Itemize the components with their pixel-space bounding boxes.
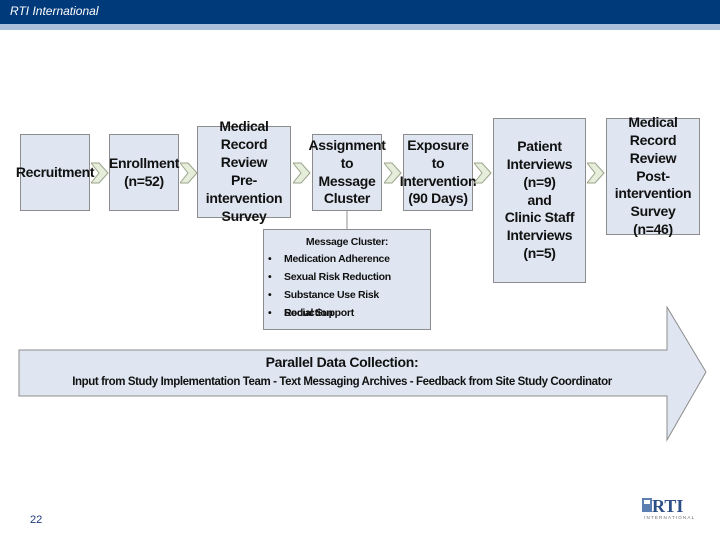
cluster-connector — [346, 210, 348, 230]
step-post-intervention: Medical Record Review Post-intervention … — [606, 114, 700, 237]
step-exposure-line-1: Exposure to — [407, 136, 469, 171]
header-title: RTI International — [10, 4, 99, 18]
header-stripe — [0, 24, 720, 30]
step-enrollment-line-1: Enrollment — [108, 154, 180, 171]
step-assignment-line-3: Cluster — [323, 190, 371, 207]
chevron-arrow-icon — [91, 162, 109, 184]
step-pre-line-2: Review — [220, 154, 268, 171]
step-pre-intervention: Medical Record Review Pre-intervention S… — [197, 118, 291, 224]
step-exposure-line-3: (90 Days) — [408, 190, 468, 207]
step-recruitment: Recruitment — [16, 134, 95, 211]
chevron-arrow-icon — [384, 162, 402, 184]
parallel-arrow — [18, 306, 707, 442]
message-cluster-item: Social Support — [264, 304, 430, 322]
chevron-arrow-icon — [293, 162, 311, 184]
message-cluster-item: Sexual Risk Reduction — [264, 268, 430, 286]
step-post-line-5: (n=46) — [633, 221, 673, 238]
parallel-title: Parallel Data Collection: — [265, 354, 419, 370]
parallel-subtitle: Input from Study Implementation Team - T… — [72, 376, 612, 388]
step-assignment-line-2: to Message — [318, 154, 376, 189]
step-interviews-line-7: (n=5) — [523, 245, 556, 262]
step-enrollment-line-2: (n=52) — [124, 172, 164, 189]
step-interviews-line-4: and — [527, 191, 552, 208]
step-exposure-line-2: Intervention — [399, 172, 477, 189]
step-pre-line-1: Medical Record — [219, 118, 269, 153]
step-post-line-4: Survey — [630, 203, 676, 220]
header-bar: RTI International — [0, 0, 720, 24]
step-assignment: Assignment to Message Cluster — [308, 134, 386, 211]
step-post-line-1: Medical Record — [628, 113, 678, 148]
page-number: 22 — [30, 514, 43, 526]
step-recruitment-line-1: Recruitment — [15, 163, 95, 180]
step-interviews-line-5: Clinic Staff — [504, 209, 575, 226]
rti-logo: RTI INTERNATIONAL — [642, 496, 695, 520]
step-post-line-2: Review — [629, 149, 677, 166]
step-enrollment: Enrollment (n=52) — [109, 134, 179, 211]
step-post-line-3: Post-intervention — [614, 167, 692, 202]
message-cluster-title: Message Cluster: — [305, 236, 389, 248]
message-cluster-item: Medication Adherence — [264, 250, 430, 268]
message-cluster-list: Medication Adherence Sexual Risk Reducti… — [264, 250, 430, 322]
step-interviews-line-6: Interviews — [506, 227, 573, 244]
step-interviews: Patient Interviews (n=9) and Clinic Staf… — [493, 118, 586, 283]
message-cluster-box: Message Cluster: Medication Adherence Se… — [263, 229, 431, 330]
svg-text:INTERNATIONAL: INTERNATIONAL — [644, 515, 695, 520]
chevron-arrow-icon — [180, 162, 198, 184]
step-interviews-line-3: (n=9) — [523, 173, 556, 190]
step-pre-line-3: Pre-intervention — [205, 172, 283, 206]
message-cluster-item: Substance Use Risk Reduction — [264, 286, 430, 319]
step-interviews-line-2: Interviews — [506, 155, 573, 172]
step-interviews-line-1: Patient — [517, 137, 562, 154]
chevron-arrow-icon — [474, 162, 492, 184]
svg-text:RTI: RTI — [652, 496, 683, 516]
step-pre-line-4: Survey — [221, 207, 267, 224]
step-exposure: Exposure to Intervention (90 Days) — [400, 134, 477, 211]
step-assignment-line-1: Assignment — [308, 136, 386, 153]
chevron-arrow-icon — [587, 162, 605, 184]
